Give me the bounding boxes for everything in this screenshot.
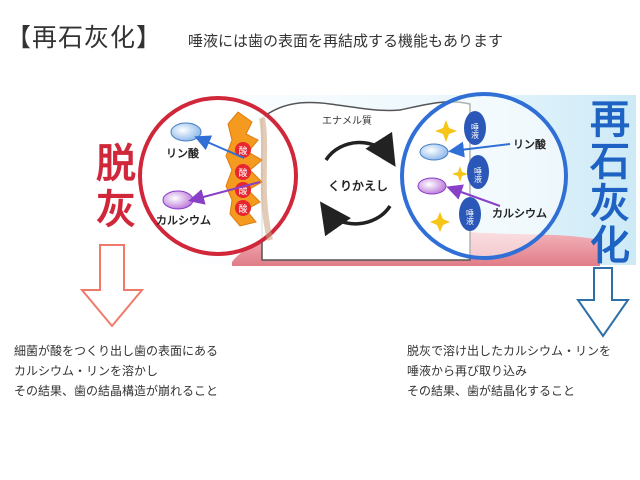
phosphate-label-right: リン酸 [513,137,547,151]
remineralization-heading: 再石灰化 [583,98,630,266]
demineralization-description: 細菌が酸をつくり出し歯の表面にある カルシウム・リンを溶かし その結果、歯の結晶… [14,341,218,401]
cycle-arrow-top [324,131,396,167]
saliva-label: 唾液 [466,209,475,226]
phosphate-arrow-left [194,135,245,159]
page-subtitle: 唾液には歯の表面を再結成する機能もあります [188,32,504,50]
calcium-arrow-right [446,184,501,207]
calcium-molecule-left [162,190,194,210]
saliva-label: 唾液 [474,167,483,184]
phosphate-label-left: リン酸 [166,146,200,160]
demineralization-circle [138,96,298,256]
description-line: カルシウム・リンを溶かし [14,364,159,378]
remineralization-description: 脱灰で溶け出したカルシウム・リンを 唾液から再び取り込み その結果、歯が結晶化す… [407,341,611,401]
down-arrow-left [79,244,145,328]
acid-label: 酸 [238,146,247,157]
calcium-label-right: カルシウム [492,207,547,220]
cycle-arrow-bottom [319,201,392,237]
phosphate-molecule-right [419,143,449,161]
description-line: その結果、歯の結晶構造が崩れること [14,384,219,398]
description-line: 唾液から再び取り込み [407,364,528,378]
description-line: 脱灰で溶け出したカルシウム・リンを [407,344,612,358]
phosphate-arrow-right [448,141,511,158]
enamel-edge-left [259,117,273,241]
demineralization-heading: 脱灰 [89,142,136,234]
calcium-molecule-right [417,177,447,195]
enamel-label: エナメル質 [322,114,372,127]
saliva-label: 唾液 [471,123,480,140]
calcium-arrow-left [188,181,261,205]
calcium-label-left: カルシウム [156,214,211,227]
acid-label: 酸 [238,186,247,197]
phosphate-molecule-left [170,122,202,142]
down-arrow-right [576,267,630,338]
saliva-markers: 唾液 唾液 唾液 [459,111,489,231]
acid-label: 酸 [238,204,247,215]
cycle-label: くりかえし [328,179,388,193]
acid-label: 酸 [238,168,247,179]
page-title: 【再石灰化】 [6,23,163,52]
acid-markers: 酸 酸 酸 酸 [235,142,251,216]
description-line: 細菌が酸をつくり出し歯の表面にある [14,344,219,358]
description-line: その結果、歯が結晶化すること [407,384,576,398]
sparkle-icons [430,120,468,232]
